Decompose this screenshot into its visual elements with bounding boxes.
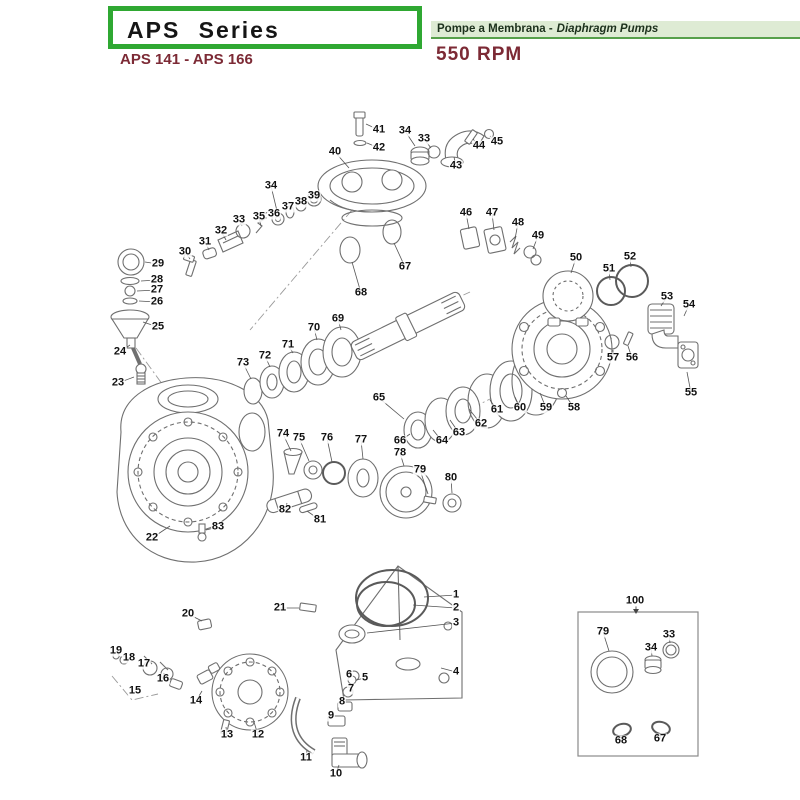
- elbow-10: [331, 737, 368, 769]
- series-title: APS Series: [127, 17, 280, 43]
- bearing-stack-left: [243, 326, 362, 405]
- crankshaft: [350, 291, 466, 361]
- cover-oring-67: [382, 219, 402, 245]
- subtitle-english: Diaphragm Pumps: [556, 23, 659, 35]
- cover-oring-68: [339, 236, 361, 264]
- port-flange-12: [211, 653, 289, 731]
- bell-housing: [542, 264, 649, 327]
- pump-cover: [317, 159, 427, 227]
- gasket-3: [338, 624, 366, 644]
- delivery-elbow: [647, 303, 699, 369]
- hose-11: [290, 696, 316, 755]
- outlet-elbow: [440, 128, 495, 168]
- nipple-14: [196, 662, 221, 685]
- kit-inset-box: [577, 606, 699, 757]
- subtitle-band: Pompe a Membrana - Diaphragm Pumps: [431, 21, 800, 39]
- flange-bolt: [604, 331, 634, 350]
- top-valve: [410, 145, 441, 166]
- model-range: APS 141 - APS 166: [120, 51, 253, 68]
- valve-plate-kit: [459, 226, 542, 266]
- diaphragm-stack: [283, 447, 462, 519]
- rpm-label: 550 RPM: [436, 44, 523, 65]
- filler-assembly: [110, 248, 150, 385]
- series-title-box: APS Series: [108, 6, 422, 49]
- subtitle-italian: Pompe a Membrana -: [437, 23, 553, 35]
- pump-housing: [116, 377, 274, 563]
- bolt-21: [299, 602, 317, 613]
- plug-20: [197, 618, 213, 631]
- large-oring-2: [356, 581, 416, 627]
- vent-bolt: [353, 111, 367, 147]
